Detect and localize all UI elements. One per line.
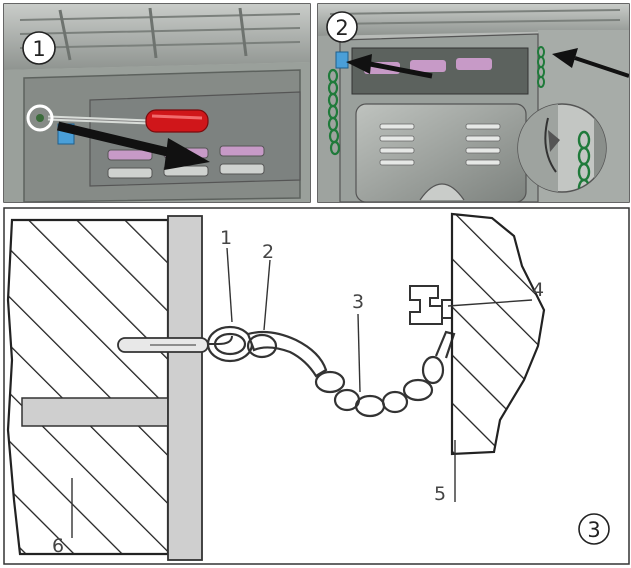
- direction-arrow: [56, 121, 210, 170]
- callout-3: 3: [352, 291, 364, 313]
- step-1-badge: [22, 31, 56, 65]
- step-3-number: 3: [587, 518, 600, 542]
- step-2-panel: 2: [317, 3, 630, 203]
- chain-right: [537, 46, 545, 88]
- step-1-number: 1: [32, 37, 45, 61]
- wall-hook: [117, 335, 233, 353]
- safety-chain: [206, 325, 456, 418]
- step-3-badge: [578, 513, 610, 545]
- wall-block: [6, 218, 170, 556]
- callout-1: 1: [220, 227, 232, 249]
- step-2-number: 2: [335, 16, 348, 40]
- oven-bracket: [409, 285, 453, 325]
- callout-4: 4: [532, 279, 544, 301]
- callout-2: 2: [262, 241, 274, 263]
- step-1-panel: 1: [3, 3, 311, 203]
- direction-arrow-left: [346, 54, 433, 79]
- callout-6: 6: [52, 535, 64, 557]
- oven-side: [450, 212, 546, 456]
- vent-slots: [107, 145, 265, 179]
- screwdriver: [47, 109, 209, 133]
- step-3-panel: 1 2 3 4 5 6 3: [3, 207, 630, 565]
- chain-left: [327, 68, 341, 156]
- screw-highlight: [26, 104, 54, 132]
- cabinet-side-panel: [167, 215, 203, 561]
- step-2-badge: [326, 11, 358, 43]
- direction-arrow-right: [552, 48, 629, 78]
- callout-5: 5: [434, 483, 446, 505]
